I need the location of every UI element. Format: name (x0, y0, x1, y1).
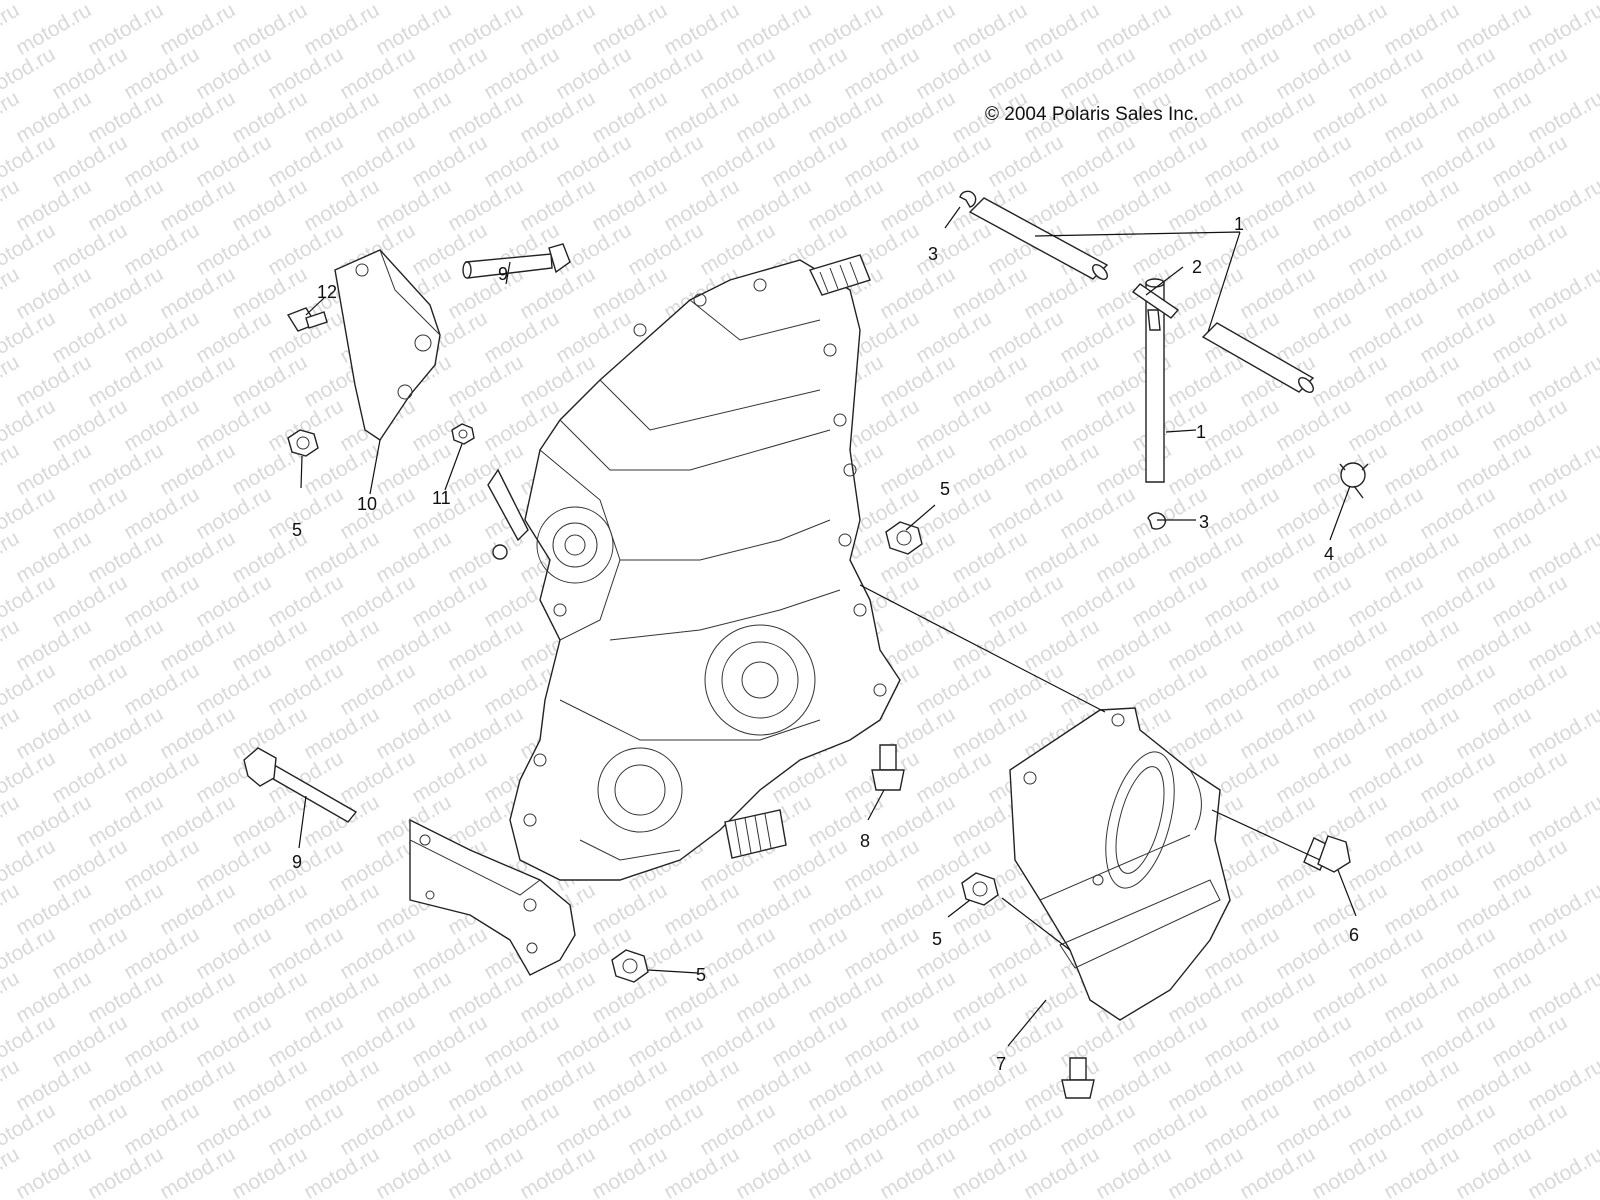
flange-nut-lower (611, 949, 649, 983)
mount-bracket-upper (334, 249, 441, 441)
callout-11-nut: 11 (432, 488, 451, 508)
mount-bolt-long-upper (462, 243, 571, 279)
mount-plate-lower-right (1009, 707, 1231, 1021)
flange-nut-small (451, 423, 475, 445)
callout-3-clamp-bottom: 3 (1199, 512, 1209, 532)
callout-3-clamp-top: 3 (928, 244, 938, 264)
callout-9-bolt-lower: 9 (292, 852, 302, 872)
callout-labels: 1 1 2 3 3 4 5 5 5 5 6 7 8 9 9 10 11 12 (292, 214, 1359, 1074)
callout-9-bolt-upper: 9 (498, 264, 508, 284)
transmission-assembly (487, 254, 901, 881)
callout-10-bracket: 10 (357, 494, 377, 514)
vent-hose-right (1201, 322, 1315, 393)
callout-12-bolt: 12 (317, 282, 337, 302)
flange-bolt-8 (871, 744, 905, 791)
mount-bolt-long-lower (243, 747, 358, 823)
leader-lines (298, 206, 1357, 1047)
hose-clip (1339, 462, 1369, 499)
callout-1-hose-vertical: 1 (1196, 422, 1206, 442)
callout-5-nut-lower: 5 (696, 965, 706, 985)
vent-hose-upper (968, 197, 1109, 280)
callout-4-clip: 4 (1324, 544, 1334, 564)
flange-nut-left (287, 429, 319, 457)
hose-clamp-top (959, 190, 977, 208)
callout-6-bolt: 6 (1349, 925, 1359, 945)
callout-5-nut-center: 5 (940, 479, 950, 499)
mount-bracket-lower-left (409, 818, 576, 976)
callout-5-nut-left: 5 (292, 520, 302, 540)
vent-hose-vertical (1145, 278, 1165, 483)
callout-5-nut-right: 5 (932, 929, 942, 949)
copyright-notice: © 2004 Polaris Sales Inc. (985, 104, 1199, 125)
flange-nut-right (961, 872, 999, 906)
flange-nut-center (885, 521, 923, 555)
callout-8-bolt: 8 (860, 831, 870, 851)
callout-7-plate: 7 (996, 1054, 1006, 1074)
flange-bolt-6 (1303, 835, 1351, 873)
callout-2-fitting: 2 (1192, 257, 1202, 277)
callout-1-hose: 1 (1234, 214, 1244, 234)
t-fitting (1131, 283, 1180, 331)
flange-bolt-bottom (1061, 1057, 1095, 1099)
hose-clamp-bottom (1147, 512, 1167, 530)
flange-bolt-small (286, 307, 328, 332)
